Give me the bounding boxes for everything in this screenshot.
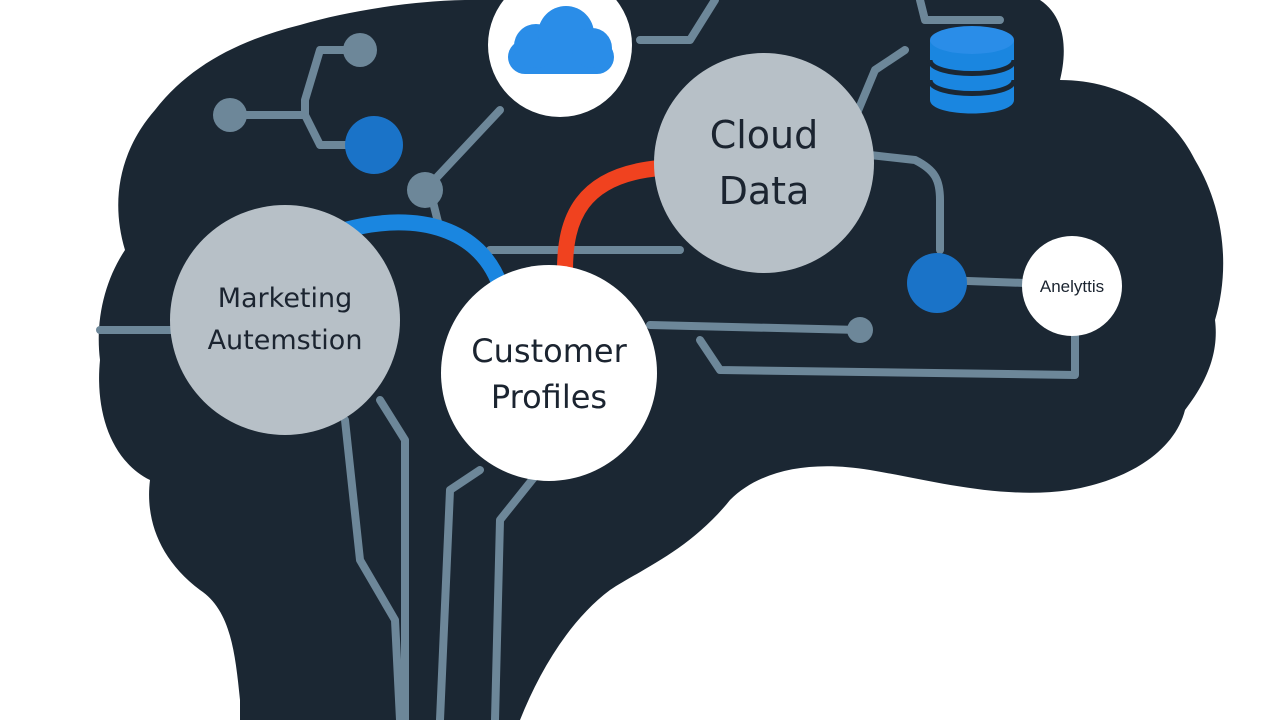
connector-dots	[213, 33, 873, 343]
cloud-data-node[interactable]: Cloud Data	[654, 53, 874, 273]
analytics-label: Anelyttis	[1040, 277, 1104, 296]
analytics-node[interactable]: Anelyttis	[1022, 236, 1122, 336]
cloud-icon	[508, 6, 614, 74]
marketing-line2: Autemstion	[208, 325, 363, 356]
red-connection	[557, 160, 668, 278]
cloud-node[interactable]	[488, 0, 632, 117]
customer-profiles-node[interactable]: Customer Profiles	[441, 265, 657, 481]
customer-line2: Profiles	[491, 378, 607, 416]
blue-node-dot-right	[907, 253, 967, 313]
brain-silhouette	[98, 0, 1224, 720]
marketing-automation-node[interactable]: Marketing Autemstion	[170, 205, 400, 435]
blue-node-dot	[345, 116, 403, 174]
blue-connection	[337, 214, 508, 293]
cloud-data-line2: Data	[719, 169, 810, 213]
cloud-data-line1: Cloud	[710, 113, 819, 157]
customer-line1: Customer	[471, 332, 627, 370]
marketing-line1: Marketing	[218, 283, 353, 314]
database-icon	[927, 26, 1017, 114]
